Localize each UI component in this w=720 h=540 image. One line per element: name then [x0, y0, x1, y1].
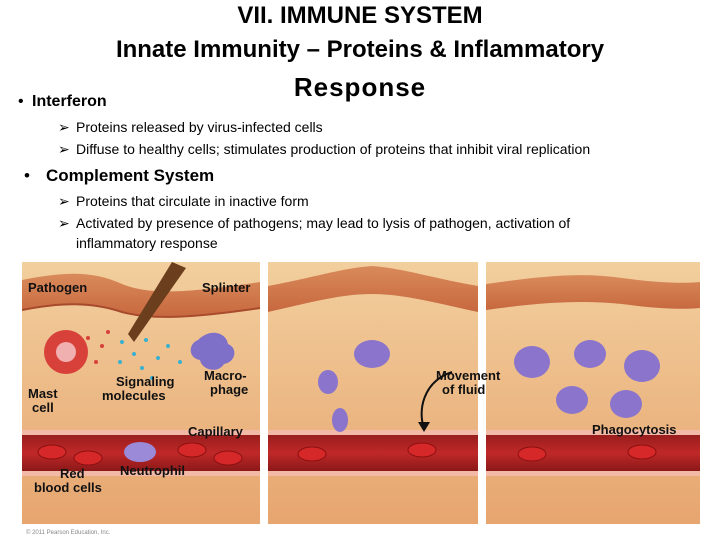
sub-item-text: Proteins that circulate in inactive form	[76, 193, 309, 209]
slide-title-line1: VII. IMMUNE SYSTEM	[237, 2, 483, 29]
sub-arrow-icon: ➢	[58, 119, 70, 135]
label-capillary: Capillary	[188, 424, 244, 439]
sub-item: ➢ Proteins released by virus-infected cel…	[58, 118, 323, 136]
label-signaling-2: molecules	[102, 388, 166, 403]
neutrophil	[124, 442, 156, 462]
sub-item: ➢ Activated by presence of pathogens; may…	[58, 214, 570, 232]
label-phagocytosis: Phagocytosis	[592, 422, 677, 437]
label-macrophage-1: Macro-	[204, 368, 247, 383]
bullet-label: Complement System	[46, 166, 215, 185]
splinter-shape	[128, 262, 186, 342]
bullet-symbol: •	[18, 93, 24, 110]
red-blood-cells	[37, 442, 657, 466]
bullet-complement-system: • Complement System	[24, 166, 214, 186]
sub-item-text: Diffuse to healthy cells; stimulates pro…	[76, 141, 591, 157]
sub-item-text: Activated by presence of pathogens; may …	[76, 215, 571, 231]
sub-arrow-icon: ➢	[58, 141, 70, 157]
label-signaling-1: Signaling	[116, 374, 175, 389]
sub-item: ➢ Diffuse to healthy cells; stimulates pr…	[58, 140, 590, 158]
sub-arrow-icon: ➢	[58, 193, 70, 209]
label-pathogen: Pathogen	[28, 280, 87, 295]
bullet-interferon: • Interferon	[18, 92, 107, 112]
slide-title-line2: Innate Immunity – Proteins & Inflammator…	[115, 36, 605, 63]
label-mast-2: cell	[32, 400, 54, 415]
label-movement-1: Movement	[436, 368, 501, 383]
sub-item: ➢ Proteins that circulate in inactive for…	[58, 192, 309, 210]
signaling-molecules	[86, 330, 182, 380]
label-neutrophil: Neutrophil	[120, 463, 185, 478]
macrophage	[190, 332, 235, 370]
phagocytic-cells	[514, 340, 660, 418]
label-mast-1: Mast	[28, 386, 58, 401]
slide-title-line3: Response	[293, 72, 427, 102]
panel-phagocytosis	[486, 262, 700, 524]
sub-item-continuation: inflammatory response	[76, 235, 218, 251]
copyright-notice: © 2011 Pearson Education, Inc.	[26, 529, 111, 536]
migrating-cells	[318, 340, 390, 432]
bullet-label: Interferon	[32, 93, 107, 110]
bullet-symbol: •	[24, 166, 30, 185]
label-splinter: Splinter	[202, 280, 250, 295]
sub-arrow-icon: ➢	[58, 215, 70, 231]
sub-item-text: Proteins released by virus-infected cell…	[76, 119, 323, 135]
label-rbc-1: Red	[60, 466, 85, 481]
label-movement-2: of fluid	[442, 382, 485, 397]
inflammatory-response-illustration: Pathogen Splinter Macro- phage Mast cell…	[22, 262, 700, 536]
label-rbc-2: blood cells	[34, 480, 102, 495]
label-macrophage-2: phage	[210, 382, 248, 397]
